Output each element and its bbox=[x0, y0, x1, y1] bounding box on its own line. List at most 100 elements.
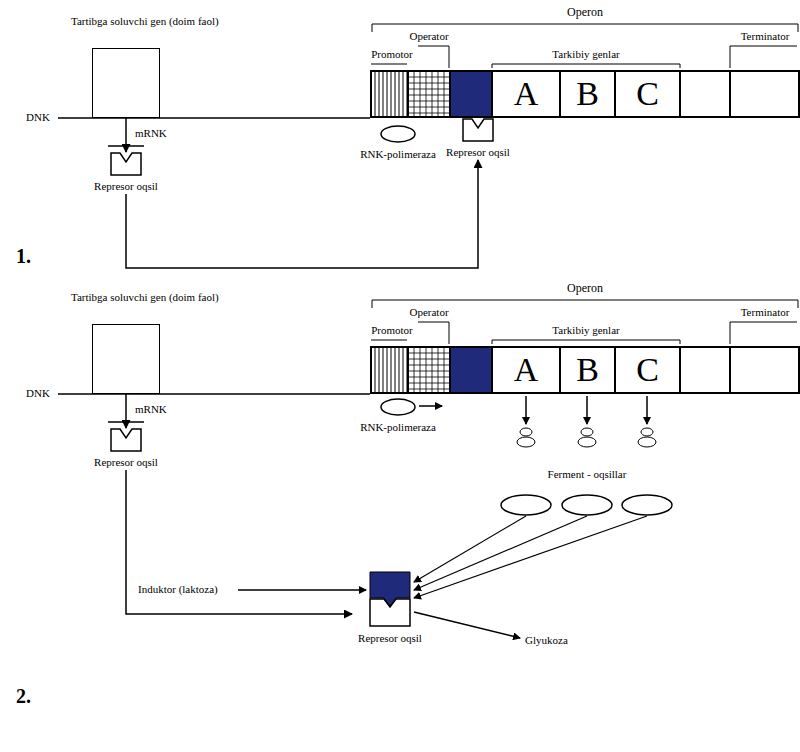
part-label: Promotor bbox=[371, 48, 413, 61]
cell-separator bbox=[407, 347, 409, 393]
cell-separator bbox=[559, 71, 561, 117]
repressor-protein: Represor oqsil bbox=[81, 152, 171, 194]
enzyme-ellipse bbox=[622, 495, 672, 515]
operator-grid bbox=[408, 83, 450, 84]
promoter-bracket bbox=[371, 64, 407, 65]
operator-grid bbox=[444, 72, 445, 116]
connector bbox=[125, 394, 127, 428]
glucose-arrow bbox=[414, 612, 520, 638]
polymerase-ellipse: RNK-polimeraza bbox=[353, 397, 443, 435]
callout-number: 1. bbox=[16, 244, 31, 268]
cell-separator bbox=[679, 71, 681, 117]
promoter-hatch bbox=[395, 348, 396, 392]
node-label: Represor oqsil bbox=[358, 632, 422, 645]
promoter-hatch bbox=[379, 348, 380, 392]
regulator-gene-box: Tartibga soluvchi gen (doim faol) bbox=[92, 324, 160, 394]
ribosome-small bbox=[641, 428, 653, 436]
polymerase-shape bbox=[379, 397, 417, 417]
repressor-protein: Represor oqsil bbox=[433, 118, 523, 160]
promoter-hatch bbox=[387, 348, 388, 392]
part-label: DNK bbox=[26, 111, 50, 124]
operator-bracket bbox=[418, 46, 449, 68]
gene-heading: Tartibga soluvchi gen (doim faol) bbox=[71, 15, 219, 28]
inducer-arrow bbox=[238, 589, 366, 591]
repressor-outline bbox=[111, 153, 141, 175]
repressor-shape bbox=[110, 152, 142, 176]
genes-bracket bbox=[492, 64, 680, 68]
promoter-hatch bbox=[399, 72, 400, 116]
terminator-bracket bbox=[730, 322, 797, 344]
polymerase-outline bbox=[381, 126, 415, 142]
gene-cell: B bbox=[560, 70, 615, 118]
enzyme-ellipse bbox=[562, 495, 612, 515]
repressor-outline bbox=[370, 599, 410, 626]
promoter-hatch bbox=[403, 348, 404, 392]
operator-grid bbox=[408, 377, 450, 378]
operator-grid bbox=[408, 383, 450, 384]
operator-grid bbox=[444, 348, 445, 392]
promoter-hatch bbox=[391, 348, 392, 392]
cell-separator bbox=[449, 347, 451, 393]
operator-grid bbox=[432, 72, 433, 116]
part-one-art bbox=[58, 24, 798, 146]
part-label: DNK bbox=[26, 387, 50, 400]
operator-dark-cell bbox=[450, 72, 492, 116]
node-label: Represor oqsil bbox=[94, 180, 158, 193]
operator-grid bbox=[408, 77, 450, 78]
inducer-repressor-complex: Represor oqsil bbox=[352, 570, 428, 646]
connector bbox=[125, 118, 127, 152]
complex-shape bbox=[366, 570, 414, 628]
operon-outline bbox=[371, 347, 799, 393]
gene-cell: B bbox=[560, 346, 615, 394]
repressor-shape bbox=[462, 118, 494, 142]
operator-grid bbox=[408, 389, 450, 390]
ribosome-small bbox=[520, 428, 532, 436]
operator-grid bbox=[408, 365, 450, 366]
part-label: Ferment - oqsillar bbox=[548, 468, 627, 481]
node-label: RNK-polimeraza bbox=[360, 421, 436, 434]
repressor-outline bbox=[111, 429, 141, 451]
edge-label: mRNK bbox=[134, 127, 168, 140]
gene-letter: A bbox=[514, 75, 539, 113]
terminator-bracket bbox=[730, 46, 797, 68]
gene-letter: B bbox=[576, 351, 599, 389]
gene-letter: C bbox=[636, 351, 659, 389]
gene-cell: C bbox=[615, 346, 680, 394]
ribosome-large bbox=[517, 437, 535, 447]
operator-bracket bbox=[418, 322, 449, 344]
regulator-gene-box: Tartibga soluvchi gen (doim faol) bbox=[92, 48, 160, 118]
cell-separator bbox=[679, 347, 681, 393]
operator-grid bbox=[414, 72, 415, 116]
part-label: Induktor (laktoza) bbox=[138, 583, 218, 596]
operon-outline bbox=[371, 71, 799, 117]
cell-separator bbox=[491, 71, 493, 117]
operator-grid bbox=[408, 95, 450, 96]
operator-grid bbox=[408, 101, 450, 102]
cell-separator bbox=[729, 71, 731, 117]
enzyme-arrow bbox=[414, 516, 647, 598]
operator-grid bbox=[438, 72, 439, 116]
promoter-bracket bbox=[371, 340, 407, 341]
gene-cell: C bbox=[615, 70, 680, 118]
part-label: Terminator bbox=[741, 30, 790, 43]
promoter-hatch bbox=[375, 72, 376, 116]
cell-separator bbox=[614, 71, 616, 117]
connector bbox=[126, 470, 352, 614]
operator-grid bbox=[438, 348, 439, 392]
part-label: Promotor bbox=[371, 324, 413, 337]
repressor-protein: Represor oqsil bbox=[81, 428, 171, 470]
part-label: Tarkibiy genlar bbox=[552, 48, 619, 61]
genes-bracket bbox=[492, 340, 680, 344]
operator-grid bbox=[408, 89, 450, 90]
part-label: Glyukoza bbox=[525, 634, 568, 647]
translation-arrow bbox=[646, 396, 648, 424]
promoter-hatch bbox=[383, 72, 384, 116]
promoter-hatch bbox=[375, 348, 376, 392]
operator-grid bbox=[426, 72, 427, 116]
cell-separator bbox=[614, 347, 616, 393]
gene-heading: Tartibga soluvchi gen (doim faol) bbox=[71, 291, 219, 304]
connector bbox=[126, 160, 478, 268]
enzyme-arrow bbox=[414, 516, 587, 590]
gene-letter: C bbox=[636, 75, 659, 113]
operator-grid bbox=[408, 371, 450, 372]
